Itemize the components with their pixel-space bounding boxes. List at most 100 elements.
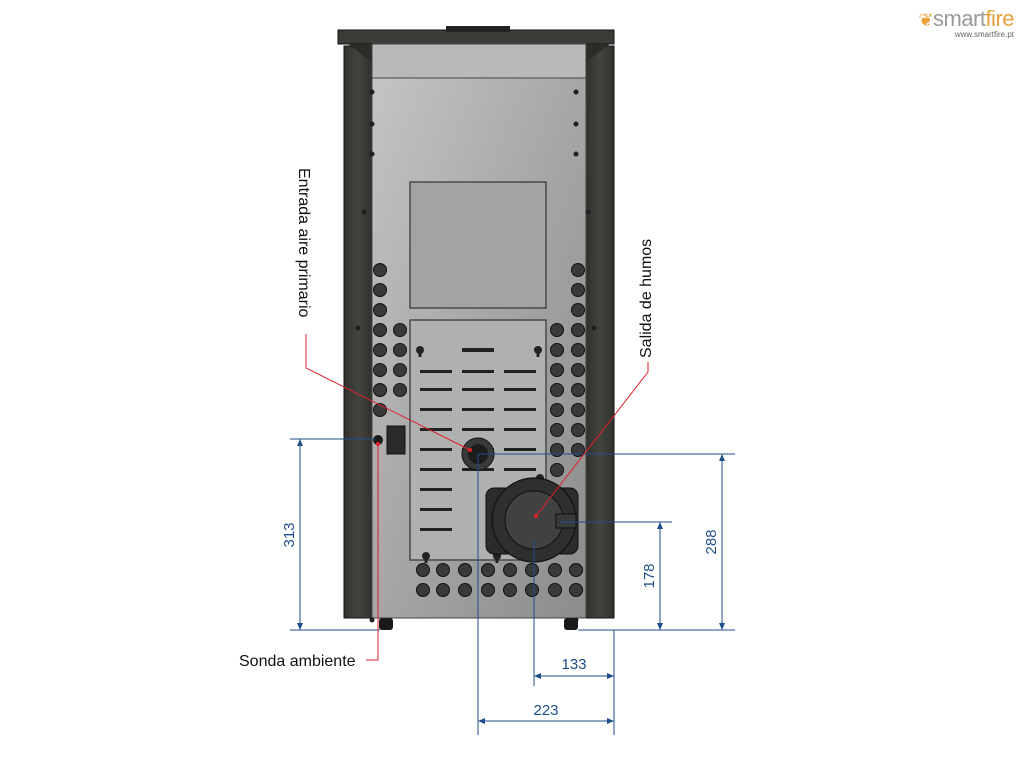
vent-slot bbox=[420, 408, 452, 411]
vent-slot bbox=[420, 448, 452, 451]
vent-hole bbox=[373, 303, 387, 317]
leader-lines bbox=[305, 334, 649, 661]
vent-hole bbox=[550, 423, 564, 437]
dim-flue-height: 178 bbox=[641, 563, 658, 588]
vent-slot bbox=[504, 388, 536, 391]
brand-url: www.smartfire.pt bbox=[954, 30, 1014, 39]
brand-logo: ❦smartfire www.smartfire.pt bbox=[918, 6, 1014, 39]
keyhole-slot bbox=[418, 350, 422, 357]
vent-hole bbox=[571, 363, 585, 377]
vent-hole bbox=[548, 583, 562, 597]
dimension-arrows bbox=[297, 439, 725, 724]
vent-hole bbox=[550, 443, 564, 457]
vent-hole bbox=[571, 303, 585, 317]
screw bbox=[369, 89, 375, 95]
top-strip bbox=[371, 43, 587, 79]
vent-hole bbox=[393, 343, 407, 357]
room-probe-sensor bbox=[373, 435, 383, 445]
screw bbox=[573, 121, 579, 127]
dim-air-inlet-offset: 223 bbox=[533, 702, 558, 719]
vent-hole bbox=[571, 323, 585, 337]
vent-hole bbox=[436, 563, 450, 577]
brand-name-part1: smart bbox=[932, 6, 986, 31]
vent-slot bbox=[462, 388, 494, 391]
dimension-values: 313 288 178 133 223 bbox=[281, 522, 720, 719]
vent-hole bbox=[481, 563, 495, 577]
ventilation-holes bbox=[373, 263, 585, 597]
flue-collar-top bbox=[446, 26, 510, 32]
vent-hole bbox=[550, 463, 564, 477]
stove-top-cap bbox=[337, 29, 615, 45]
vent-slot bbox=[504, 468, 536, 471]
vent-hole bbox=[458, 563, 472, 577]
vent-hole bbox=[416, 583, 430, 597]
brand-name: ❦smartfire bbox=[918, 6, 1014, 32]
vent-hole bbox=[373, 283, 387, 297]
vent-hole bbox=[571, 383, 585, 397]
vent-hole bbox=[373, 363, 387, 377]
vent-hole bbox=[393, 383, 407, 397]
vent-slot bbox=[504, 408, 536, 411]
leader-dots bbox=[376, 442, 538, 518]
vent-slot bbox=[420, 468, 452, 471]
vent-hole bbox=[569, 563, 583, 577]
vent-slot bbox=[462, 348, 494, 352]
brand-name-part2: fire bbox=[985, 6, 1014, 31]
right-foot bbox=[564, 618, 578, 630]
vent-hole bbox=[373, 343, 387, 357]
flame-icon: ❦ bbox=[918, 10, 933, 30]
keyhole-slot bbox=[495, 556, 499, 563]
vent-hole bbox=[436, 583, 450, 597]
stove-rear-view bbox=[337, 26, 615, 630]
vent-slot bbox=[420, 428, 452, 431]
vent-hole bbox=[416, 563, 430, 577]
dim-probe-height: 313 bbox=[281, 522, 298, 547]
vent-hole bbox=[571, 423, 585, 437]
flue-leader bbox=[535, 362, 649, 517]
screw bbox=[573, 89, 579, 95]
vent-hole bbox=[550, 383, 564, 397]
primary-air-label: Entrada aire primario bbox=[295, 168, 312, 318]
vent-hole bbox=[393, 363, 407, 377]
vent-slot bbox=[504, 448, 536, 451]
screw bbox=[585, 209, 591, 215]
probe-leader bbox=[366, 444, 379, 661]
vent-hole bbox=[550, 343, 564, 357]
vent-hole bbox=[458, 583, 472, 597]
vent-slot bbox=[420, 370, 452, 373]
vent-hole bbox=[569, 583, 583, 597]
screw bbox=[591, 325, 597, 331]
vent-hole bbox=[550, 323, 564, 337]
vent-hole bbox=[550, 363, 564, 377]
vent-hole bbox=[373, 383, 387, 397]
vent-slot bbox=[420, 508, 452, 511]
vent-hole bbox=[503, 583, 517, 597]
vent-slot bbox=[462, 408, 494, 411]
screw bbox=[369, 151, 375, 157]
vent-hole bbox=[373, 263, 387, 277]
vent-hole bbox=[571, 443, 585, 457]
vent-hole bbox=[525, 563, 539, 577]
left-side-frame bbox=[343, 45, 373, 619]
vent-slot bbox=[462, 428, 494, 431]
screw bbox=[355, 325, 361, 331]
flue-outlet bbox=[485, 477, 579, 563]
vent-slot bbox=[420, 528, 452, 531]
vent-slot bbox=[504, 428, 536, 431]
right-side-frame bbox=[585, 45, 615, 619]
vent-hole bbox=[550, 403, 564, 417]
vent-hole bbox=[503, 563, 517, 577]
vent-hole bbox=[571, 283, 585, 297]
vent-hole bbox=[571, 343, 585, 357]
vent-slot bbox=[462, 370, 494, 373]
vent-hole bbox=[481, 583, 495, 597]
vent-slot bbox=[504, 370, 536, 373]
vent-hole bbox=[571, 403, 585, 417]
keyhole-slot bbox=[424, 556, 428, 563]
room-probe-label: Sonda ambiente bbox=[239, 653, 356, 670]
vent-hole bbox=[571, 263, 585, 277]
upper-access-plate bbox=[409, 181, 547, 309]
screw bbox=[369, 617, 375, 623]
vent-slot bbox=[420, 388, 452, 391]
